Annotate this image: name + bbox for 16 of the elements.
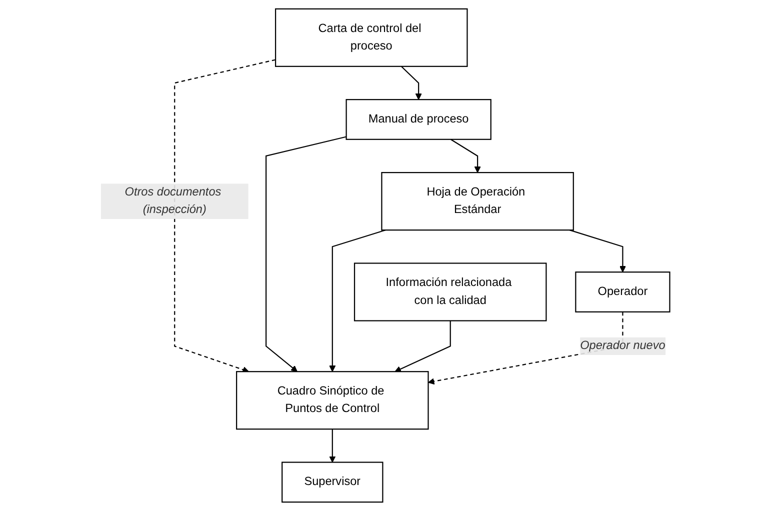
arrow [174,59,276,373]
arrow [266,136,347,372]
edge-label: Operador nuevo [580,340,666,352]
node-box: Supervisor [282,462,384,503]
arrow [450,138,481,173]
edge-label: Otros documentos (inspección) [124,186,222,216]
node-box: Información relacionada con la calidad [354,262,547,322]
node-box: Manual de proceso [346,99,492,140]
arrow [394,320,452,372]
arrow [329,429,336,463]
node-box: Carta de control del proceso [275,8,468,67]
arrow [570,230,626,272]
arrow [401,66,422,100]
node-box: Operador [575,272,670,312]
node-box: Cuadro Sinóptico de Puntos de Control [236,371,429,430]
node-box: Hoja de Operación Estándar [381,172,574,231]
